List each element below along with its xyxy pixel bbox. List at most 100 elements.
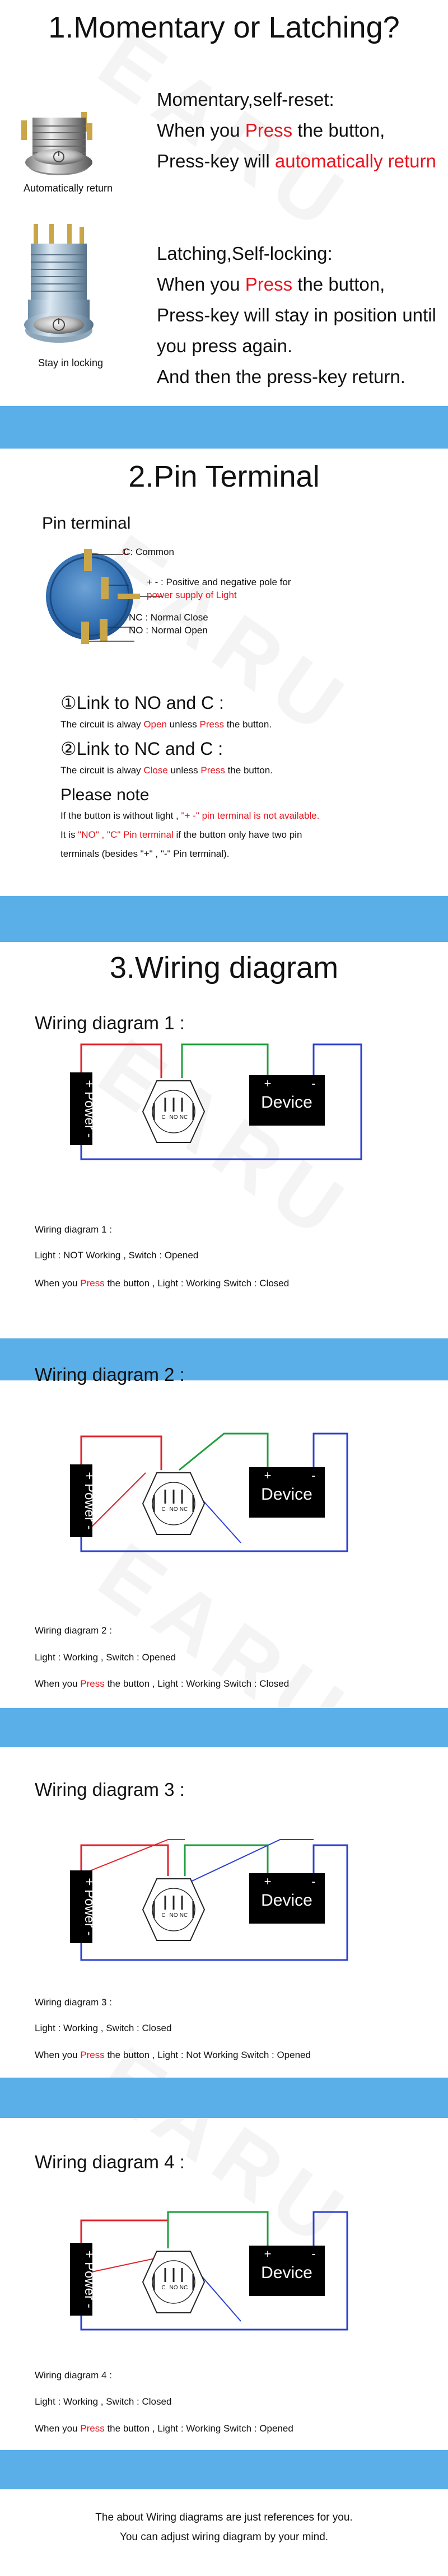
latching-line2: Press-key will stay in position until [157,305,436,325]
device-label: Device [261,2264,312,2282]
wiring-diagram-1-line1: Light : NOT Working , Switch : Opened [35,1250,199,1261]
device-label: Device [261,1485,312,1504]
section1-title: 1.Momentary or Latching? [48,11,400,44]
momentary-caption: Automatically return [24,183,113,194]
wiring-diagram-2-line1: Light : Working , Switch : Opened [35,1652,176,1663]
wiring-diagram-1-caption: Wiring diagram 1 : [35,1224,112,1235]
device-label: Device [261,1093,312,1112]
wiring-diagram-4-title: Wiring diagram 4 : [35,2152,185,2172]
red-wire-extra [83,1839,185,1874]
latching-line1: When you Press the button, [157,274,385,295]
wiring-diagram-3-title: Wiring diagram 3 : [35,1779,185,1800]
power-label: + Power - [82,1472,97,1529]
red-wire [80,1844,169,1876]
device-block [249,1467,325,1518]
power-label: + Power - [82,1878,97,1935]
pin-c-label: C [161,1114,165,1121]
pin-no-label: NO [170,1506,178,1513]
device-block [249,1873,325,1924]
pin-nc-label: NC [180,2285,188,2291]
device-minus: - [311,1076,315,1090]
power-block [70,1464,92,1537]
device-block [249,1075,325,1126]
device-plus: + [264,1076,272,1090]
wiring-diagram-2-line2: When you Press the button , Light : Work… [35,1678,290,1689]
note-heading: Please note [60,786,150,804]
wiring-diagram-4-line2: When you Press the button , Light : Work… [35,2423,293,2434]
link-nc-heading: ②Link to NC and C : [60,739,223,759]
pin-nc-label: NC [180,1114,188,1121]
pin-c-label: C [161,1506,165,1513]
switch-ring [152,2260,195,2304]
device-minus: - [311,2247,315,2261]
device-plus: + [264,2247,272,2261]
device-plus: + [264,1468,272,1482]
legend-plus-minus: + - : Positive and negative pole for [147,577,291,587]
section-divider-5 [0,2078,448,2118]
momentary-line1: When you Press the button, [157,120,385,141]
wiring-diagram-1-title: Wiring diagram 1 : [35,1012,185,1033]
section-divider-6 [0,2450,448,2489]
pin-terminal-label: Pin terminal [42,514,131,533]
note-line1: If the button is without light , "+ -" p… [60,810,320,821]
pin-no-label: NO [170,2285,178,2291]
blue-wire [80,2211,348,2331]
wiring-diagram-2-caption: Wiring diagram 2 : [35,1625,112,1636]
device-minus: - [311,1468,315,1482]
legend-plus-minus-2: power supply of Light [147,590,237,600]
red-wire [80,2219,169,2248]
section-divider-3 [0,1338,448,1380]
pin-no-label: NO [170,1114,178,1121]
device-minus: - [311,1874,315,1888]
pin-nc-label: NC [180,1506,188,1513]
device-block [249,2246,325,2296]
momentary-button-image [21,112,92,175]
footer-line1: The about Wiring diagrams are just refer… [95,2512,353,2523]
green-wire [184,1844,269,1876]
red-wire-extra [83,1472,146,1535]
pin-c-label: C [161,1912,165,1919]
device-label: Device [261,1891,312,1910]
green-wire [181,1043,269,1078]
switch-ring [152,1090,195,1133]
link-no-heading: ①Link to NO and C : [60,693,224,713]
blue-wire-extra [184,1839,314,1885]
section-divider-1 [0,406,448,449]
wiring-diagram-3-caption: Wiring diagram 3 : [35,1997,112,2008]
wiring-diagram-1-line2: When you Press the button , Light : Work… [35,1278,290,1289]
section3-title: 3.Wiring diagram [109,951,339,984]
blue-wire [80,1432,348,1552]
pin-nc-label: NC [180,1912,188,1919]
latching-button-image [24,224,94,343]
momentary-heading: Momentary,self-reset: [157,89,334,110]
power-label: + Power - [82,2250,97,2308]
power-block [70,2243,92,2316]
switch-ring [152,1888,195,1931]
power-label: + Power - [82,1080,97,1137]
latching-line3: you press again. [157,335,293,356]
red-wire-extra [83,2256,163,2274]
section-divider-4 [0,1708,448,1747]
pin-c-label: C [161,2285,165,2291]
pin-no-label: NO [170,1912,178,1919]
device-plus: + [264,1874,272,1888]
legend-nc: NC : Normal Close [129,612,208,623]
wiring-diagram-4-caption: Wiring diagram 4 : [35,2370,112,2381]
wiring-diagram-2-title: Wiring diagram 2 : [35,1364,185,1385]
blue-wire [80,1043,362,1160]
wiring-diagram-4-line1: Light : Working , Switch : Closed [35,2396,172,2407]
power-block [70,1072,92,1145]
section-divider-2 [0,896,448,942]
green-wire [179,1432,269,1471]
green-wire [167,2211,269,2248]
switch-ring [152,1482,195,1525]
note-line3: terminals (besides "+" , "-" Pin termina… [60,848,230,859]
latching-line4: And then the press-key return. [157,366,405,387]
legend-no: NO : Normal Open [129,625,208,636]
footer-line2: You can adjust wiring diagram by your mi… [119,2531,329,2543]
section2-title: 2.Pin Terminal [128,460,320,493]
